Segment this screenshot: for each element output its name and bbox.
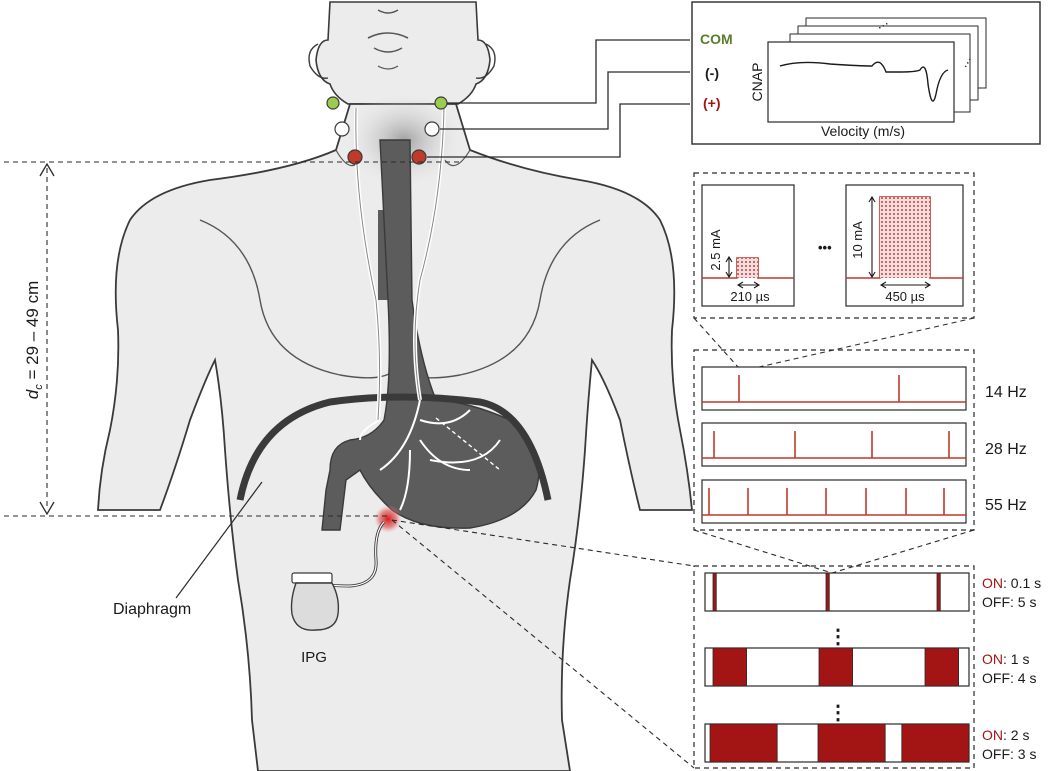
duty-on-block-1-1 bbox=[818, 647, 853, 687]
duty-on-val-2: : 2 s bbox=[1003, 727, 1029, 743]
pulse-box-small bbox=[701, 184, 795, 307]
duty-on-block-2-1 bbox=[817, 723, 886, 763]
diaphragm-label: Diaphragm bbox=[113, 601, 191, 618]
pulse-large-amp: 10 mA bbox=[850, 221, 865, 259]
duty-on-key-2: ON bbox=[982, 727, 1003, 743]
ipg-label: IPG bbox=[301, 649, 327, 666]
electrode-pos-right bbox=[411, 149, 427, 165]
pulse-small-width: 210 µs bbox=[730, 289, 770, 304]
diaphragm-leader bbox=[175, 481, 263, 599]
ipg-device bbox=[290, 520, 386, 631]
electrode-com-right bbox=[434, 96, 448, 110]
zoom-lines-implant bbox=[391, 519, 975, 769]
pulse-large-width: 450 µs bbox=[885, 289, 925, 304]
distance-label-value: = 29 – 49 cm bbox=[23, 281, 42, 384]
pulse-fill-large bbox=[880, 197, 930, 278]
duty-off-2: OFF: 3 s bbox=[982, 746, 1036, 762]
organs bbox=[236, 107, 552, 531]
recording-wires bbox=[427, 39, 690, 158]
duty-on-0: ON: 0.1 s bbox=[982, 575, 1041, 591]
duty-on-2: ON: 2 s bbox=[982, 727, 1029, 743]
neg-label: (-) bbox=[705, 65, 719, 81]
diaphragm bbox=[236, 393, 552, 501]
pulse-shape-panel: 2.5 mA 210 µs ••• 10 mA 450 µs bbox=[693, 172, 975, 319]
duty-vdots-1: ⋮ bbox=[828, 626, 848, 648]
pulse-ellipsis: ••• bbox=[818, 240, 832, 255]
distance-label: dc = 29 – 49 cm bbox=[23, 281, 45, 399]
duty-on-block-0-1 bbox=[825, 572, 830, 612]
duty-row-0 bbox=[704, 572, 970, 612]
head-outline bbox=[315, 1, 491, 105]
duty-on-block-2-0 bbox=[709, 723, 778, 763]
freq-row-14 bbox=[701, 366, 967, 411]
duty-on-block-1-0 bbox=[712, 647, 747, 687]
cnap-trace-frame bbox=[767, 41, 955, 123]
freq-label-14: 14 Hz bbox=[985, 384, 1027, 401]
frequency-panel: 14 Hz 28 Hz 55 Hz bbox=[693, 349, 1027, 531]
pos-label: (+) bbox=[703, 95, 721, 111]
freq-label-55: 55 Hz bbox=[985, 497, 1027, 514]
duty-on-key-1: ON bbox=[982, 651, 1003, 667]
electrode-com-left bbox=[326, 96, 340, 110]
com-label: COM bbox=[700, 31, 733, 47]
duty-off-1: OFF: 4 s bbox=[982, 670, 1036, 686]
electrode-neg-right bbox=[424, 121, 440, 137]
cnap-xlabel: Velocity (m/s) bbox=[821, 123, 905, 139]
cnap-ylabel: CNAP bbox=[749, 63, 765, 102]
cnap-trace bbox=[779, 61, 949, 102]
duty-on-block-2-2 bbox=[901, 723, 970, 763]
duty-on-val-0: : 0.1 s bbox=[1003, 575, 1041, 591]
duty-cycle-panel: ⋮ ⋮ ON: 0.1 s OFF: 5 s ON: 1 s OFF: 4 s … bbox=[693, 565, 1041, 769]
zoom-lines-pulse bbox=[693, 317, 975, 368]
duty-on-block-1-2 bbox=[924, 647, 959, 687]
recording-panel: COM (-) (+) ⋯ ⋯ CNAP Velocity (m/s) bbox=[691, 1, 1041, 145]
duty-on-key-0: ON bbox=[982, 575, 1003, 591]
duty-on-block-0-0 bbox=[712, 572, 717, 612]
electrode-pos-left bbox=[347, 149, 363, 165]
freq-row-28 bbox=[701, 422, 967, 467]
freq-label-28: 28 Hz bbox=[985, 441, 1027, 458]
distance-label-sub: c bbox=[33, 384, 45, 390]
duty-on-val-1: : 1 s bbox=[1003, 651, 1029, 667]
duty-vdots-2: ⋮ bbox=[828, 702, 848, 724]
freq-row-55 bbox=[701, 479, 967, 524]
electrode-neg-left bbox=[334, 121, 350, 137]
pulse-small-amp: 2.5 mA bbox=[708, 229, 723, 271]
pulse-fill-small bbox=[737, 258, 758, 278]
duty-on-1: ON: 1 s bbox=[982, 651, 1029, 667]
duty-off-0: OFF: 5 s bbox=[982, 594, 1036, 610]
distance-label-d: d bbox=[23, 389, 42, 399]
duty-on-block-0-2 bbox=[936, 572, 941, 612]
distance-dimension: dc = 29 – 49 cm bbox=[4, 161, 460, 517]
neck-electrodes bbox=[326, 96, 448, 165]
